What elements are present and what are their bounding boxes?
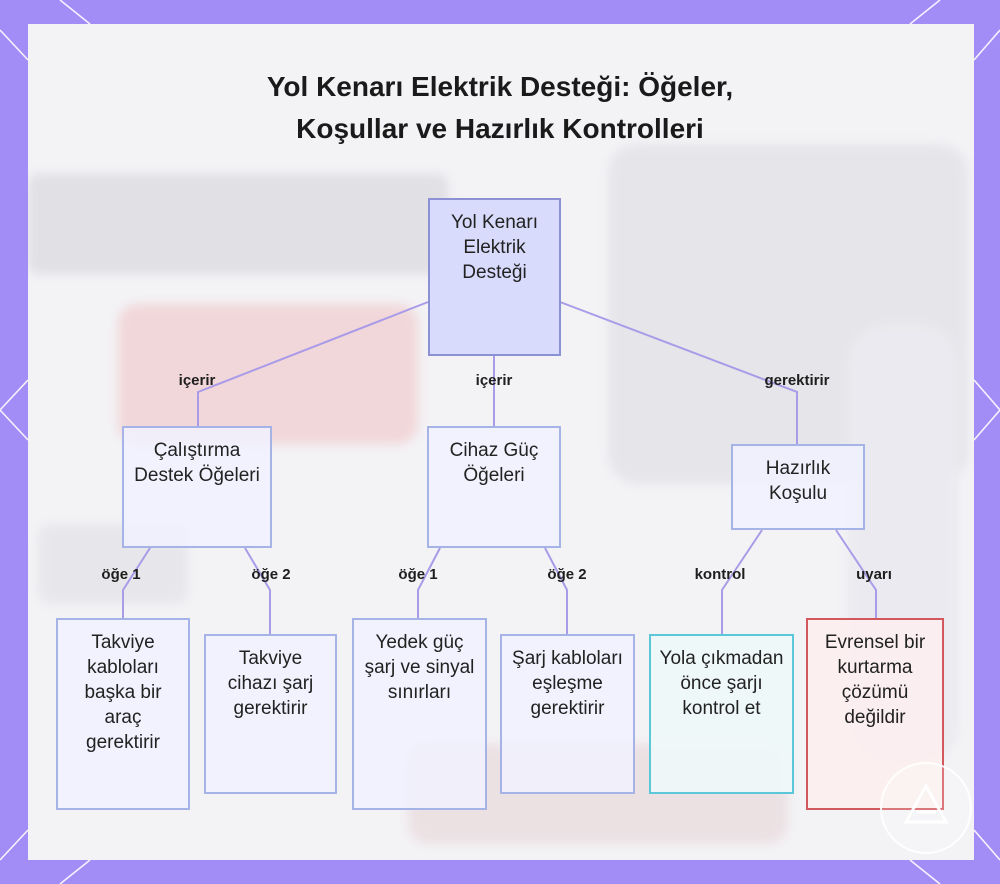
edge-starting-jumper (122, 547, 151, 618)
triangle-logo-icon (903, 782, 949, 824)
title-line-2: Koşullar ve Hazırlık Kontrolleri (296, 113, 704, 144)
node-charging-cables: Şarj kabloları eşleşme gerektirir (500, 634, 635, 794)
edge-root-readiness (559, 301, 798, 444)
watermark-logo-icon (880, 762, 972, 854)
node-booster: Takviye cihazı şarj gerektirir (204, 634, 337, 794)
diagram-title: Yol Kenarı Elektrik Desteği: Öğeler, Koş… (150, 66, 850, 150)
edge-root-starting (197, 301, 429, 426)
node-check-charge-label: Yola çıkmadan önce şarjı kontrol et (659, 648, 784, 719)
node-jumper-cables: Takviye kabloları başka bir araç gerekti… (56, 618, 190, 810)
node-readiness-label: Hazırlık Koşulu (765, 458, 831, 504)
node-check-charge: Yola çıkmadan önce şarjı kontrol et (649, 634, 794, 794)
edge-device-cables (544, 547, 568, 634)
edge-label-starting-booster: öğe 2 (251, 566, 291, 583)
node-power-bank: Yedek güç şarj ve sinyal sınırları (352, 618, 487, 810)
node-device-power-label: Cihaz Güç Öğeleri (449, 440, 539, 486)
node-power-bank-label: Yedek güç şarj ve sinyal sınırları (364, 632, 475, 703)
edge-label-root-readiness: gerektirir (764, 372, 830, 389)
node-starting-support: Çalıştırma Destek Öğeleri (122, 426, 272, 548)
edge-label-readiness-warning: uyarı (856, 566, 892, 583)
edge-label-device-powerbank: öğe 1 (398, 566, 438, 583)
node-booster-label: Takviye cihazı şarj gerektirir (227, 648, 314, 719)
edge-readiness-check (721, 529, 763, 634)
edge-label-starting-jumper: öğe 1 (101, 566, 141, 583)
edge-starting-booster (244, 547, 271, 634)
edge-readiness-warning (835, 529, 877, 618)
node-starting-support-label: Çalıştırma Destek Öğeleri (134, 440, 260, 486)
node-root: Yol Kenarı Elektrik Desteği (428, 198, 561, 356)
title-line-1: Yol Kenarı Elektrik Desteği: Öğeler, (266, 71, 734, 102)
edge-label-device-cables: öğe 2 (547, 566, 587, 583)
edge-label-root-starting: içerir (178, 372, 216, 389)
node-readiness: Hazırlık Koşulu (731, 444, 865, 530)
node-jumper-cables-label: Takviye kabloları başka bir araç gerekti… (84, 632, 162, 753)
node-device-power: Cihaz Güç Öğeleri (427, 426, 561, 548)
node-warning-label: Evrensel bir kurtarma çözümü değildir (824, 632, 926, 728)
node-charging-cables-label: Şarj kabloları eşleşme gerektirir (512, 648, 623, 719)
edge-label-root-device: içerir (475, 372, 513, 389)
node-root-label: Yol Kenarı Elektrik Desteği (451, 212, 538, 283)
edge-label-readiness-check: kontrol (694, 566, 746, 583)
edge-device-powerbank (417, 547, 441, 618)
